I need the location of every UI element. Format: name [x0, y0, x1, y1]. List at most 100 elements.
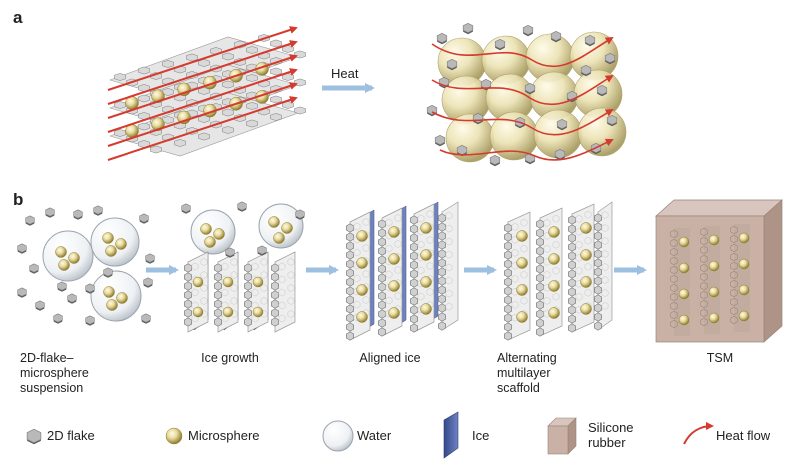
flake-icon: [378, 309, 386, 319]
step-label-tsm: TSM: [660, 351, 780, 366]
flake-icon: [222, 52, 234, 61]
flake-icon: [346, 331, 354, 341]
heat-flow-arrow: [107, 54, 298, 119]
microsphere-icon: [516, 311, 528, 323]
heat-flow-arrow: [107, 68, 298, 133]
microsphere-icon: [516, 230, 528, 242]
flake-outline: [511, 274, 519, 283]
microsphere-icon: [200, 223, 212, 235]
microsphere-icon: [580, 249, 592, 261]
flake-outline: [670, 319, 678, 329]
microsphere-icon: [708, 286, 720, 298]
microsphere-icon: [68, 252, 80, 264]
flake-icon: [244, 317, 252, 327]
flake-icon: [594, 294, 602, 304]
water-droplet-icon: [90, 270, 142, 322]
flake-icon: [271, 281, 279, 291]
flake-outline: [260, 271, 268, 279]
flake-icon: [568, 260, 576, 270]
flake-outline: [260, 258, 268, 266]
embedded-scaffold: [704, 226, 720, 334]
water-droplet-icon: [90, 217, 140, 267]
flake-icon: [536, 318, 544, 328]
microsphere-icon: [738, 258, 750, 270]
flake-icon: [184, 290, 192, 300]
microsphere-icon: [388, 253, 400, 265]
flake-icon: [294, 106, 306, 115]
silicone-side-face: [763, 199, 783, 343]
legend-label-heatflow: Heat flow: [716, 428, 771, 443]
flake-outline: [417, 214, 425, 223]
layered-flake-slab: [109, 34, 306, 157]
flake-outline: [520, 218, 528, 227]
flake-outline: [575, 214, 583, 223]
flake-icon: [594, 222, 602, 232]
flake-icon: [378, 318, 386, 328]
flake-icon: [114, 129, 126, 137]
flake-outline: [230, 297, 238, 305]
flake-icon: [504, 223, 512, 233]
flake-outline: [575, 266, 583, 275]
flake-outline: [362, 244, 370, 252]
flake-icon: [504, 241, 512, 251]
flake-icon: [378, 219, 386, 229]
water-droplet-icon: [42, 230, 94, 282]
flake-icon: [346, 304, 354, 314]
microsphere-icon: [115, 238, 127, 250]
heat-label: Heat: [331, 66, 359, 81]
flake-icon: [67, 293, 77, 303]
flake-outline: [575, 240, 583, 249]
legend: [26, 411, 714, 459]
flake-icon: [434, 134, 446, 146]
flake-icon: [594, 276, 602, 286]
silicone-rubber-icon: [547, 425, 569, 455]
water-droplet-icon: [258, 203, 304, 249]
microsphere-icon: [204, 236, 216, 248]
flake-icon: [222, 80, 234, 89]
flake-outline: [426, 288, 434, 296]
flake-outline: [552, 214, 560, 223]
flake-outline: [278, 275, 286, 284]
flake-icon: [489, 154, 501, 166]
flake-icon: [410, 305, 418, 315]
flake-outline: [260, 297, 268, 305]
flake-icon: [594, 285, 602, 295]
flake-icon: [410, 224, 418, 234]
flake-outline: [700, 227, 708, 237]
flake-outline: [520, 296, 528, 305]
flake-icon: [426, 104, 438, 116]
microsphere-icon: [708, 260, 720, 272]
flake-icon: [346, 286, 354, 296]
microsphere-icon: [252, 276, 264, 288]
microsphere-icon: [55, 246, 67, 258]
flake-icon: [410, 323, 418, 333]
flake-icon: [504, 295, 512, 305]
legend-label-ice: Ice: [472, 428, 490, 443]
water-droplet-icon: [190, 209, 236, 255]
microsphere-icon: [105, 245, 117, 257]
flake-icon: [378, 255, 386, 265]
flake-icon: [594, 258, 602, 268]
microsphere-icon: [738, 310, 750, 322]
flake-icon: [270, 95, 282, 104]
microsphere-icon: [103, 286, 115, 298]
step-label-scaffold-line: scaffold: [497, 381, 540, 395]
flake-icon: [568, 278, 576, 288]
flake-icon: [17, 287, 27, 297]
flake-outline: [385, 270, 393, 279]
flake-outline: [730, 315, 738, 325]
flake-outline: [730, 297, 738, 307]
microsphere-icon: [420, 222, 432, 234]
microsphere-icon: [356, 257, 368, 269]
flake-outline: [601, 302, 609, 310]
flake-icon: [438, 303, 446, 313]
flake-outline: [552, 266, 560, 275]
microsphere-icon: [252, 306, 264, 318]
flake-outline: [394, 240, 402, 248]
flake-icon: [594, 240, 602, 250]
flake-icon: [181, 203, 191, 213]
flake-outline: [670, 265, 678, 275]
flake-outline: [730, 252, 738, 262]
flake-icon: [568, 323, 576, 333]
flake-icon: [222, 126, 234, 134]
